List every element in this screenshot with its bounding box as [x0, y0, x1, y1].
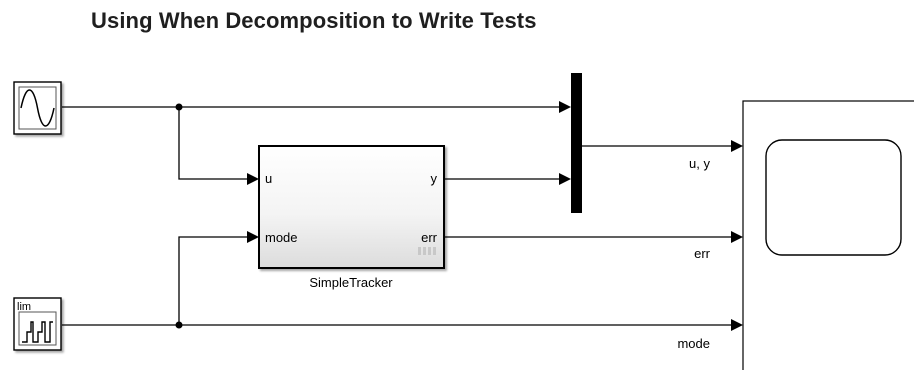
simple-tracker-name: SimpleTracker: [309, 275, 393, 290]
sine-wave-icon: [18, 86, 57, 130]
signal-label-u-y: u, y: [689, 156, 710, 171]
scope-screen-icon: [765, 139, 902, 256]
port-y-label: y: [431, 171, 438, 186]
mux-block[interactable]: [571, 73, 582, 213]
arrow-scope-in2: [731, 231, 743, 243]
arrow-scope-in3: [731, 319, 743, 331]
arrow-u-in: [247, 173, 259, 185]
arrow-mux-in1: [559, 101, 571, 113]
signal-editor-label: lim: [17, 301, 31, 313]
signal-lines: [62, 106, 731, 326]
port-err-label: err: [421, 230, 438, 245]
step-signal-icon: [18, 311, 57, 346]
arrowheads: [247, 101, 743, 331]
simple-tracker-block[interactable]: [258, 145, 445, 269]
arrow-mode-in: [247, 231, 259, 243]
port-u-label: u: [265, 171, 272, 186]
subsystem-marker-icon: [418, 247, 436, 255]
diagram-title: Using When Decomposition to Write Tests: [91, 8, 537, 33]
line-branch-to-mode[interactable]: [178, 236, 247, 325]
arrow-mux-in2: [559, 173, 571, 185]
line-branch-to-u[interactable]: [178, 107, 247, 180]
signal-label-err: err: [694, 246, 711, 261]
branch-point-bottom: [175, 321, 183, 329]
signal-label-mode: mode: [677, 336, 710, 351]
arrow-scope-in1: [731, 140, 743, 152]
port-mode-label: mode: [265, 230, 298, 245]
branch-point-top: [175, 103, 183, 111]
